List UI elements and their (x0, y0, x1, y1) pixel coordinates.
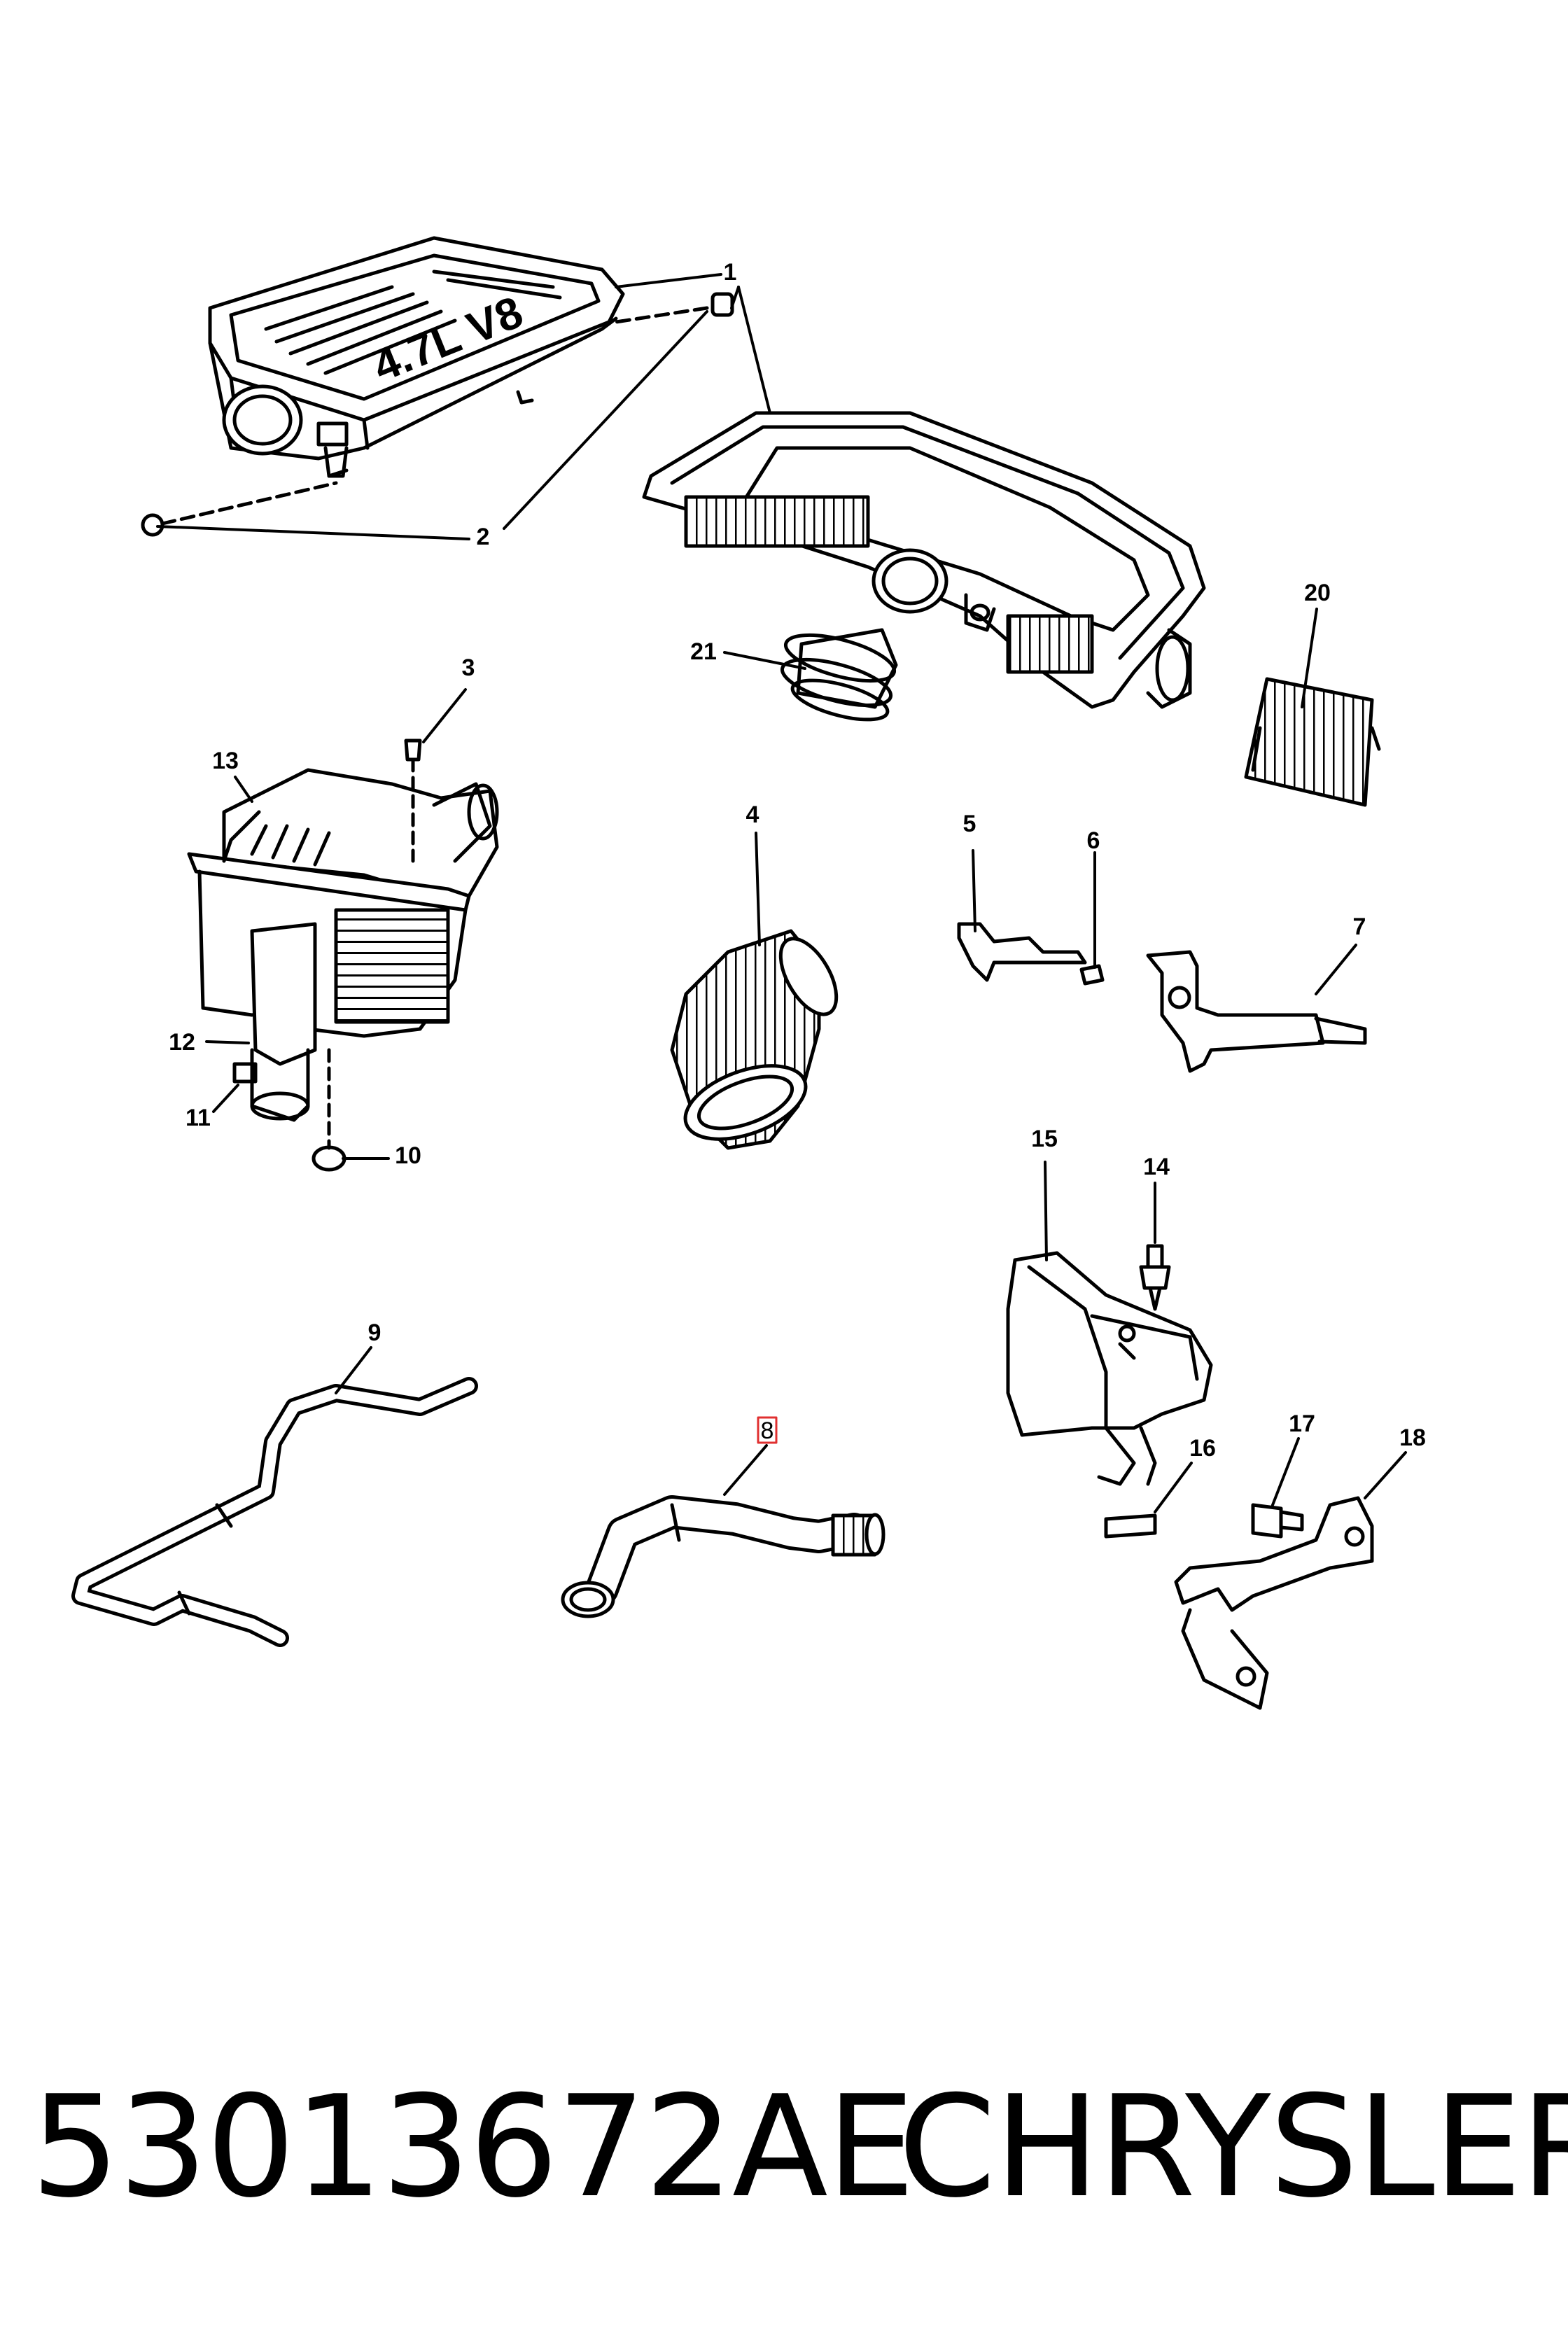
callout-2: 2 (477, 524, 490, 550)
callout-12: 12 (169, 1029, 195, 1056)
callout-8-highlighted: 8 (757, 1416, 778, 1444)
pad-16 (1106, 1516, 1155, 1536)
callout-4: 4 (746, 802, 760, 828)
air-cleaner-lid: 4.7L V8 (210, 238, 623, 476)
intake-coupler (778, 626, 899, 727)
callout-17: 17 (1289, 1410, 1315, 1437)
mounting-bracket-5 (959, 924, 1085, 980)
brand-label: CHRYSLER (898, 2066, 1568, 2229)
resonator-box (1008, 1253, 1211, 1484)
callout-8: 8 (761, 1418, 774, 1444)
crankcase-vent-tube (80, 1386, 469, 1638)
housing-grommet (314, 1050, 344, 1170)
lid-bolts (143, 294, 732, 535)
air-inlet-duct (644, 413, 1204, 707)
callout-1: 1 (724, 259, 737, 286)
callout-20: 20 (1304, 580, 1331, 606)
support-bracket-7 (1148, 952, 1365, 1071)
callout-9: 9 (368, 1320, 382, 1346)
push-pin-14 (1141, 1246, 1169, 1309)
callout-3: 3 (462, 654, 475, 681)
callout-16: 16 (1189, 1435, 1216, 1462)
callout-15: 15 (1031, 1126, 1058, 1152)
callout-11: 11 (186, 1105, 211, 1131)
clip-6 (1082, 966, 1102, 983)
callout-7: 7 (1353, 913, 1366, 940)
callout-21: 21 (690, 638, 717, 665)
callout-14: 14 (1143, 1154, 1170, 1180)
part-number-label: 53013672AE (31, 2066, 915, 2229)
air-cleaner-housing (189, 770, 497, 1120)
leader-lines (156, 273, 1407, 1513)
bellows-hose (1246, 679, 1379, 805)
callout-6: 6 (1087, 827, 1100, 854)
callout-10: 10 (395, 1142, 421, 1169)
bolt-17 (1253, 1505, 1302, 1536)
air-intake-hose (672, 930, 848, 1154)
callout-18: 18 (1399, 1424, 1426, 1451)
callout-5: 5 (963, 811, 976, 837)
callout-13: 13 (212, 748, 239, 774)
bracket-18 (1176, 1498, 1372, 1708)
housing-bolt (406, 741, 420, 861)
heater-hose-8 (563, 1505, 883, 1616)
